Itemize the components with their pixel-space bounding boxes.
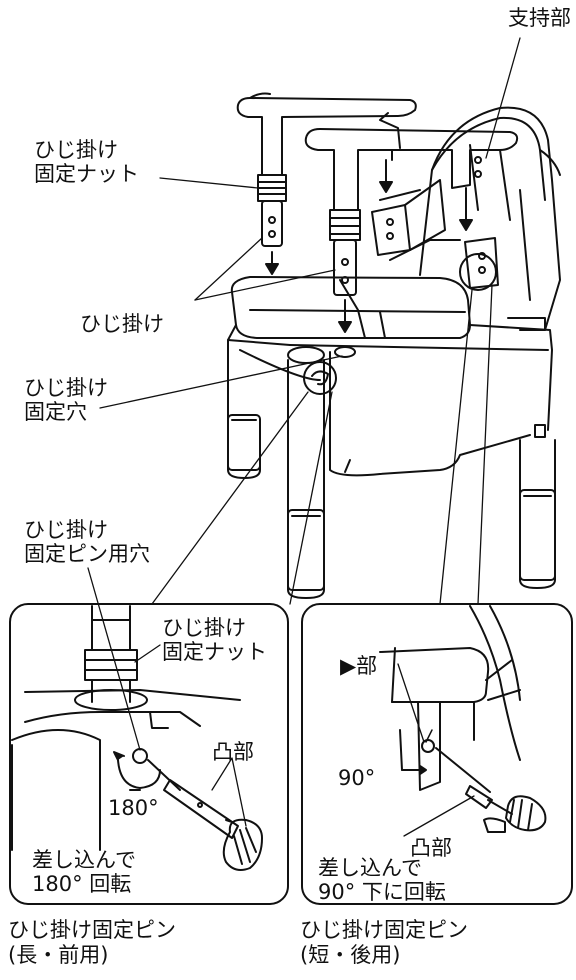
- label-line-1: ひじ掛け: [24, 376, 108, 400]
- left-caption: ひじ掛け固定ピン (長・前用): [8, 918, 176, 968]
- label-line-2: 固定ナット: [34, 162, 139, 186]
- right-marker-label: ▶部: [340, 654, 378, 678]
- label-armrest-pin-hole: ひじ掛け 固定ピン用穴: [24, 518, 150, 566]
- right-armrest: [304, 112, 519, 333]
- label-support-part: 支持部: [508, 6, 571, 30]
- left-instruction: 差し込んで 180° 回転: [32, 848, 136, 896]
- caption-line-2: (長・前用): [8, 943, 109, 967]
- left-detail-panel: [9, 567, 289, 905]
- label-line-2: 固定ナット: [162, 640, 267, 664]
- label-line-2: 固定ピン用穴: [24, 542, 150, 566]
- seat: [230, 276, 471, 339]
- right-instruction: 差し込んで 90° 下に回転: [318, 856, 446, 904]
- caption-line-1: ひじ掛け固定ピン: [300, 918, 468, 942]
- right-detail-panel: [301, 603, 573, 905]
- instruction-line-1: 差し込んで: [318, 856, 422, 880]
- right-angle-label: 90°: [338, 766, 376, 790]
- instruction-line-2: 90° 下に回転: [318, 880, 446, 904]
- seat-body: [227, 324, 553, 477]
- detail-circle-front: [303, 361, 337, 395]
- label-line-1: ひじ掛け: [24, 518, 108, 542]
- right-caption: ひじ掛け固定ピン (短・後用): [300, 918, 468, 968]
- instruction-line-2: 180° 回転: [32, 872, 132, 896]
- instruction-line-1: 差し込んで: [32, 848, 136, 872]
- label-armrest: ひじ掛け: [80, 312, 164, 336]
- leader-lines: [99, 37, 521, 605]
- detail-circle-back: [459, 253, 497, 291]
- backrest: [419, 106, 561, 331]
- label-line-2: 固定穴: [24, 400, 87, 424]
- caption-line-2: (短・後用): [300, 943, 401, 967]
- caption-line-1: ひじ掛け固定ピン: [8, 918, 176, 942]
- left-nut-label: ひじ掛け 固定ナット: [162, 616, 267, 664]
- left-convex-label: 凸部: [212, 740, 254, 764]
- label-line-1: ひじ掛け: [162, 616, 246, 640]
- label-armrest-fixing-nut: ひじ掛け 固定ナット: [34, 138, 139, 186]
- left-angle-label: 180°: [108, 796, 159, 820]
- chair-illustration: [227, 106, 561, 599]
- left-armrest: [236, 92, 417, 275]
- label-armrest-fixing-hole: ひじ掛け 固定穴: [24, 376, 108, 424]
- label-line-1: ひじ掛け: [34, 138, 118, 162]
- right-convex-label: 凸部: [410, 836, 452, 860]
